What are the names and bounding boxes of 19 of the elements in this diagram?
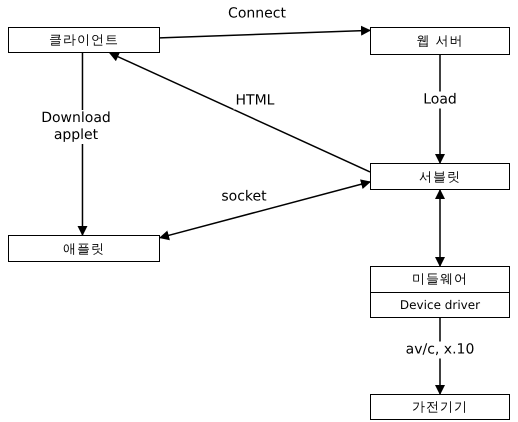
process-box <box>370 27 510 55</box>
node-label: 가전기기 <box>411 399 469 417</box>
process-box <box>8 27 160 53</box>
arrow <box>108 52 370 173</box>
process-box <box>370 163 510 190</box>
edge-label: av/c, x.10 <box>404 342 476 358</box>
node-label: 클라이언트 <box>48 32 120 50</box>
node-label: 서블릿 <box>418 168 462 186</box>
process-box <box>8 235 160 262</box>
process-box <box>370 394 510 420</box>
process-box <box>370 266 510 318</box>
arrow <box>160 26 371 39</box>
edge-label: HTML <box>234 92 276 110</box>
node-label: 미들웨어 <box>411 271 469 290</box>
arrow <box>435 189 445 267</box>
node-subtitle: Device driver <box>371 292 509 317</box>
node-label: 애플릿 <box>62 240 106 258</box>
node-label: 웹 서버 <box>415 33 465 51</box>
arrow <box>159 179 371 240</box>
